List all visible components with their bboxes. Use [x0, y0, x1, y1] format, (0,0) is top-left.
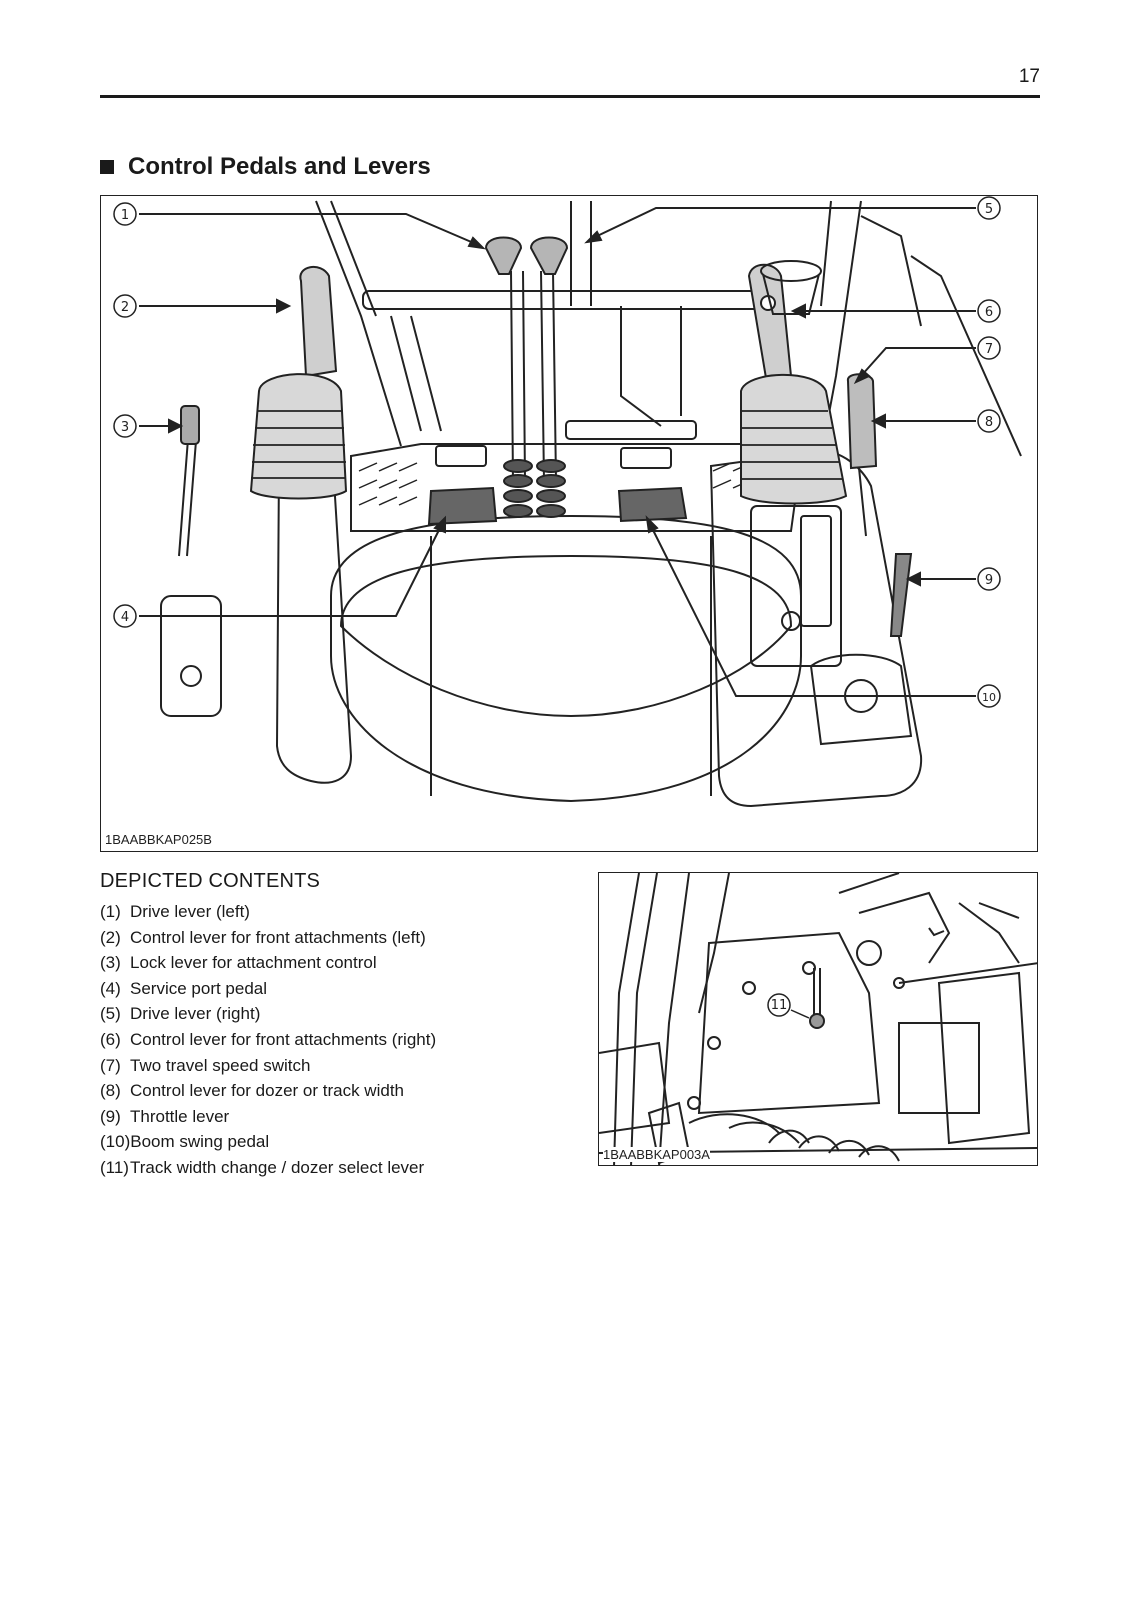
- callout-9-label: 9: [985, 573, 993, 588]
- operator-cab-drawing: 1 2 3 4 5 6 7 8 9 10: [113, 196, 1022, 808]
- callout-8-marker: [977, 409, 1001, 433]
- callout-7-marker: [977, 336, 1001, 360]
- callout-1-label: 1: [121, 208, 129, 223]
- callout-10-label: 10: [982, 691, 996, 704]
- callout-4-marker: [113, 604, 137, 628]
- list-item: (1)Drive lever (left): [100, 902, 250, 921]
- callout-11-marker: [767, 993, 791, 1017]
- list-item: (8)Control lever for dozer or track widt…: [100, 1081, 404, 1101]
- section-title-text: Control Pedals and Levers: [128, 153, 431, 180]
- callout-4-label: 4: [121, 610, 129, 625]
- list-item: (5)Drive lever (right): [100, 1004, 261, 1024]
- callout-11-label: 11: [771, 998, 788, 1013]
- callout-8-label: 8: [985, 415, 993, 430]
- main-illustration: 1 2 3 4 5 6 7 8 9 10 1BAABBKAP025B: [100, 195, 1038, 852]
- list-item: (4)Service port pedal: [100, 978, 268, 998]
- square-bullet-icon: [100, 160, 114, 174]
- callout-3-marker: [113, 414, 137, 438]
- callout-3-label: 3: [121, 420, 129, 435]
- callout-1-marker: [113, 202, 137, 226]
- callout-6-label: 6: [985, 305, 993, 320]
- secondary-illustration: 11 1BAABBKAP003A: [598, 872, 1038, 1166]
- header-rule: [100, 95, 1040, 98]
- list-item: (3)Lock lever for attachment control: [100, 953, 377, 973]
- callout-2-label: 2: [121, 300, 129, 315]
- callout-5-marker: [977, 196, 1001, 220]
- list-item: (10)Boom swing pedal: [100, 1132, 270, 1152]
- callout-10-marker: [977, 684, 1001, 708]
- main-figure-code: 1BAABBKAP025B: [105, 832, 212, 847]
- contents-list: (1)Drive lever (left) (2)Control lever f…: [100, 899, 580, 1181]
- callout-6-marker: [977, 299, 1001, 323]
- callout-7-label: 7: [985, 342, 993, 357]
- section-title: Control Pedals and Levers: [100, 153, 431, 181]
- list-item: (9)Throttle lever: [100, 1106, 230, 1126]
- list-item: (6)Control lever for front attachments (…: [100, 1029, 437, 1049]
- callout-9-marker: [977, 567, 1001, 591]
- secondary-figure-code: 1BAABBKAP003A: [603, 1147, 710, 1162]
- dozer-select-lever-drawing: 11: [599, 873, 1037, 1165]
- list-item: (7)Two travel speed switch: [100, 1055, 311, 1075]
- list-item: (11)Track width change / dozer select le…: [100, 1157, 425, 1177]
- contents-heading: DEPICTED CONTENTS: [100, 870, 321, 892]
- depicted-contents: DEPICTED CONTENTS (1)Drive lever (left) …: [100, 870, 580, 1181]
- callout-5-label: 5: [985, 202, 993, 217]
- callout-2-marker: [113, 294, 137, 318]
- page-number: 17: [1018, 66, 1040, 87]
- list-item: (2)Control lever for front attachments (…: [100, 927, 426, 947]
